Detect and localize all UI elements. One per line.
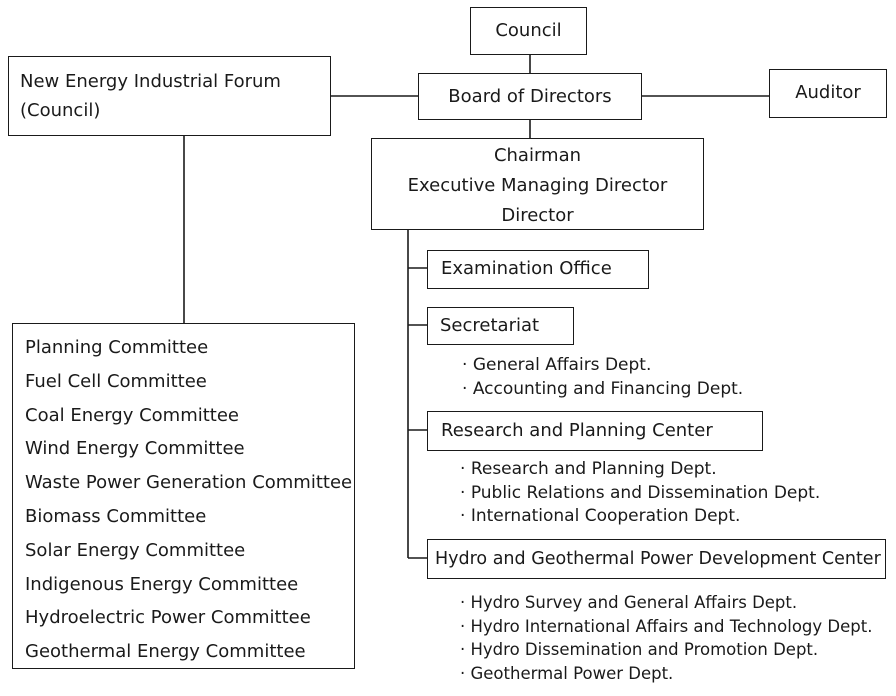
dept-hydro-international: Hydro International Affairs and Technolo… — [460, 615, 873, 639]
examination-office-box: Examination Office — [427, 250, 649, 289]
dept-public-relations: Public Relations and Dissemination Dept. — [460, 482, 820, 506]
examination-office-label: Examination Office — [441, 258, 612, 279]
committee-item: Coal Energy Committee — [25, 404, 239, 426]
executive-managing-director: Executive Managing Director — [407, 175, 668, 196]
committees-box: Planning Committee Fuel Cell Committee C… — [12, 323, 355, 669]
dept-accounting-financing: Accounting and Financing Dept. — [462, 378, 743, 402]
research-dept-list: Research and Planning Dept. Public Relat… — [460, 458, 820, 529]
hydro-center-label: Hydro and Geothermal Power Development C… — [435, 549, 881, 569]
auditor-box: Auditor — [769, 69, 887, 118]
committee-item: Planning Committee — [25, 337, 209, 358]
forum-box: New Energy Industrial Forum (Council) — [8, 56, 331, 136]
dept-research-planning: Research and Planning Dept. — [460, 458, 820, 482]
committee-item: Indigenous Energy Committee — [25, 573, 299, 595]
committee-item: Waste Power Generation Committee — [25, 472, 353, 494]
committee-item: Biomass Committee — [25, 505, 207, 527]
board-label: Board of Directors — [448, 86, 612, 107]
dept-international-cooperation: International Cooperation Dept. — [460, 505, 820, 529]
committee-item: Wind Energy Committee — [25, 438, 245, 460]
board-box: Board of Directors — [418, 73, 642, 120]
council-box: Council — [470, 7, 587, 55]
auditor-label: Auditor — [795, 82, 861, 103]
committee-item: Geothermal Energy Committee — [25, 641, 306, 663]
dept-hydro-survey: Hydro Survey and General Affairs Dept. — [460, 591, 872, 615]
research-center-box: Research and Planning Center — [427, 411, 763, 451]
dept-geothermal-power: Geothermal Power Dept. — [460, 662, 872, 686]
committee-item: Solar Energy Committee — [25, 539, 246, 561]
research-center-label: Research and Planning Center — [441, 420, 713, 441]
hydro-center-box: Hydro and Geothermal Power Development C… — [427, 539, 886, 579]
forum-label-line1: New Energy Industrial Forum — [20, 71, 281, 92]
executive-chairman: Chairman — [493, 145, 582, 166]
dept-general-affairs: General Affairs Dept. — [462, 354, 743, 378]
committee-item: Fuel Cell Committee — [25, 370, 207, 392]
dept-hydro-dissemination: Hydro Dissemination and Promotion Dept. — [460, 638, 872, 662]
secretariat-box: Secretariat — [427, 307, 574, 345]
secretariat-label: Secretariat — [440, 315, 540, 336]
council-label: Council — [495, 20, 562, 41]
executives-box: Chairman Executive Managing Director Dir… — [371, 138, 704, 230]
forum-label-line2: (Council) — [20, 100, 101, 121]
executive-director: Director — [501, 205, 574, 226]
committee-item: Hydroelectric Power Committee — [25, 607, 311, 629]
hydro-dept-list: Hydro Survey and General Affairs Dept. H… — [460, 591, 873, 686]
secretariat-dept-list: General Affairs Dept. Accounting and Fin… — [462, 354, 743, 401]
